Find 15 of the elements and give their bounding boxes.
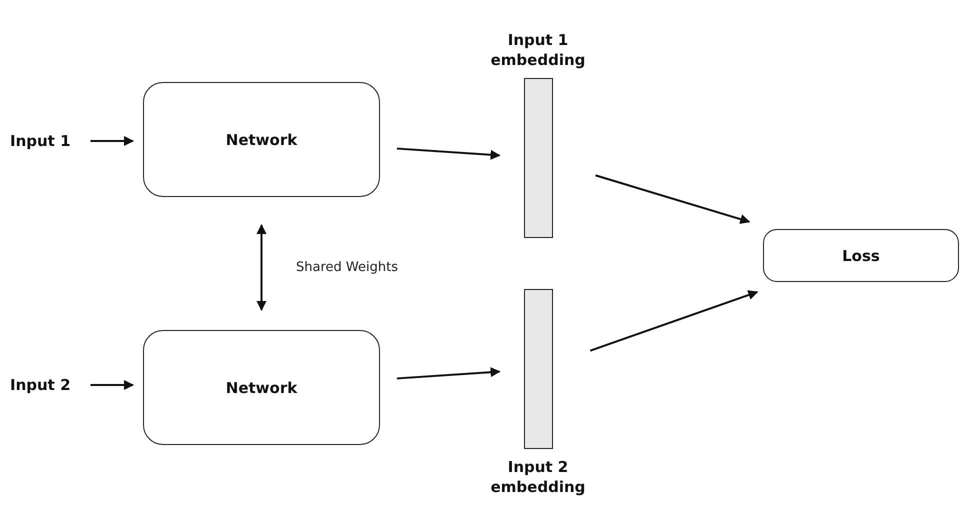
arrow <box>595 174 750 224</box>
arrow <box>90 380 134 390</box>
input-label: Input 2 <box>10 375 71 395</box>
arrow <box>90 136 134 146</box>
loss-box: Loss <box>763 229 959 282</box>
arrow <box>590 290 758 352</box>
double-arrow <box>256 224 266 311</box>
network-box: Network <box>143 330 380 445</box>
network-box: Network <box>143 82 380 197</box>
arrow <box>396 148 501 160</box>
edge-label: Shared Weights <box>296 260 398 275</box>
arrow <box>396 367 501 380</box>
embedding-heading: Input 1 embedding <box>490 30 586 70</box>
embedding-heading: Input 2 embedding <box>490 457 586 497</box>
input-label: Input 1 <box>10 131 71 151</box>
